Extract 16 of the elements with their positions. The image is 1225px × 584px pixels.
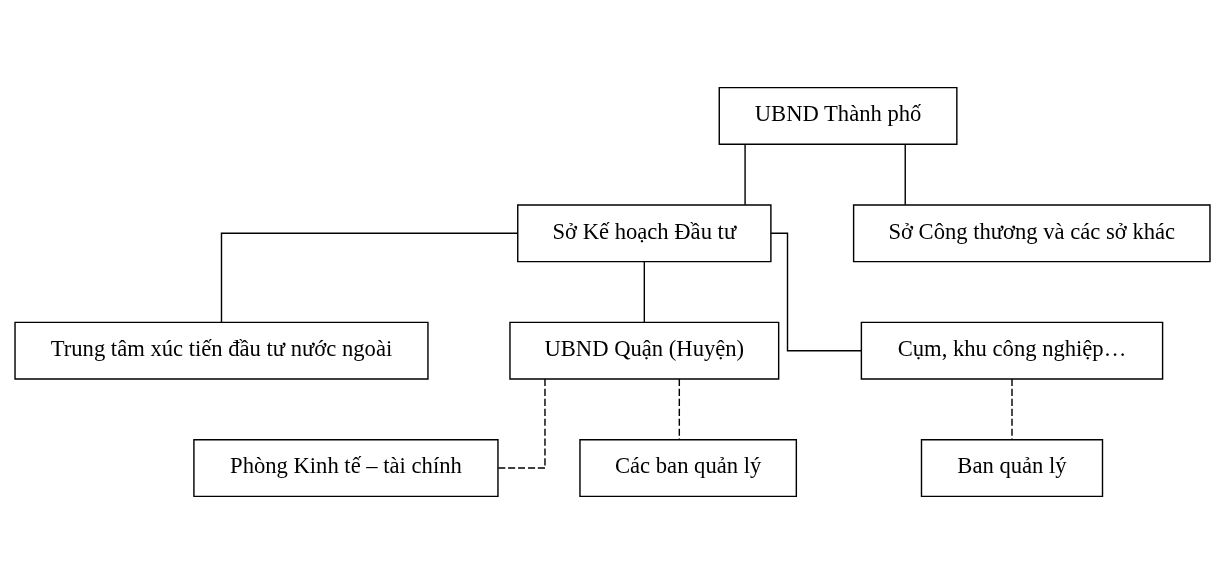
connector bbox=[744, 143, 746, 206]
node-box: Cụm, khu công nghiệp… bbox=[860, 321, 1164, 380]
node-box: Trung tâm xúc tiến đầu tư nước ngoài bbox=[14, 321, 429, 380]
node-box: Các ban quản lý bbox=[579, 439, 798, 498]
connector bbox=[904, 143, 906, 206]
connector bbox=[678, 378, 681, 441]
node-box: Phòng Kinh tế – tài chính bbox=[193, 439, 499, 498]
connector bbox=[643, 261, 646, 323]
connector bbox=[497, 378, 546, 469]
node-box: UBND Quận (Huyện) bbox=[509, 321, 780, 380]
node-box: UBND Thành phố bbox=[718, 86, 958, 145]
node-box: Sở Kế hoạch Đầu tư bbox=[517, 204, 772, 263]
node-box: Sở Công thương và các sở khác bbox=[852, 204, 1211, 263]
connector bbox=[1011, 378, 1013, 441]
node-box: Ban quản lý bbox=[920, 439, 1104, 498]
connector bbox=[220, 232, 519, 323]
